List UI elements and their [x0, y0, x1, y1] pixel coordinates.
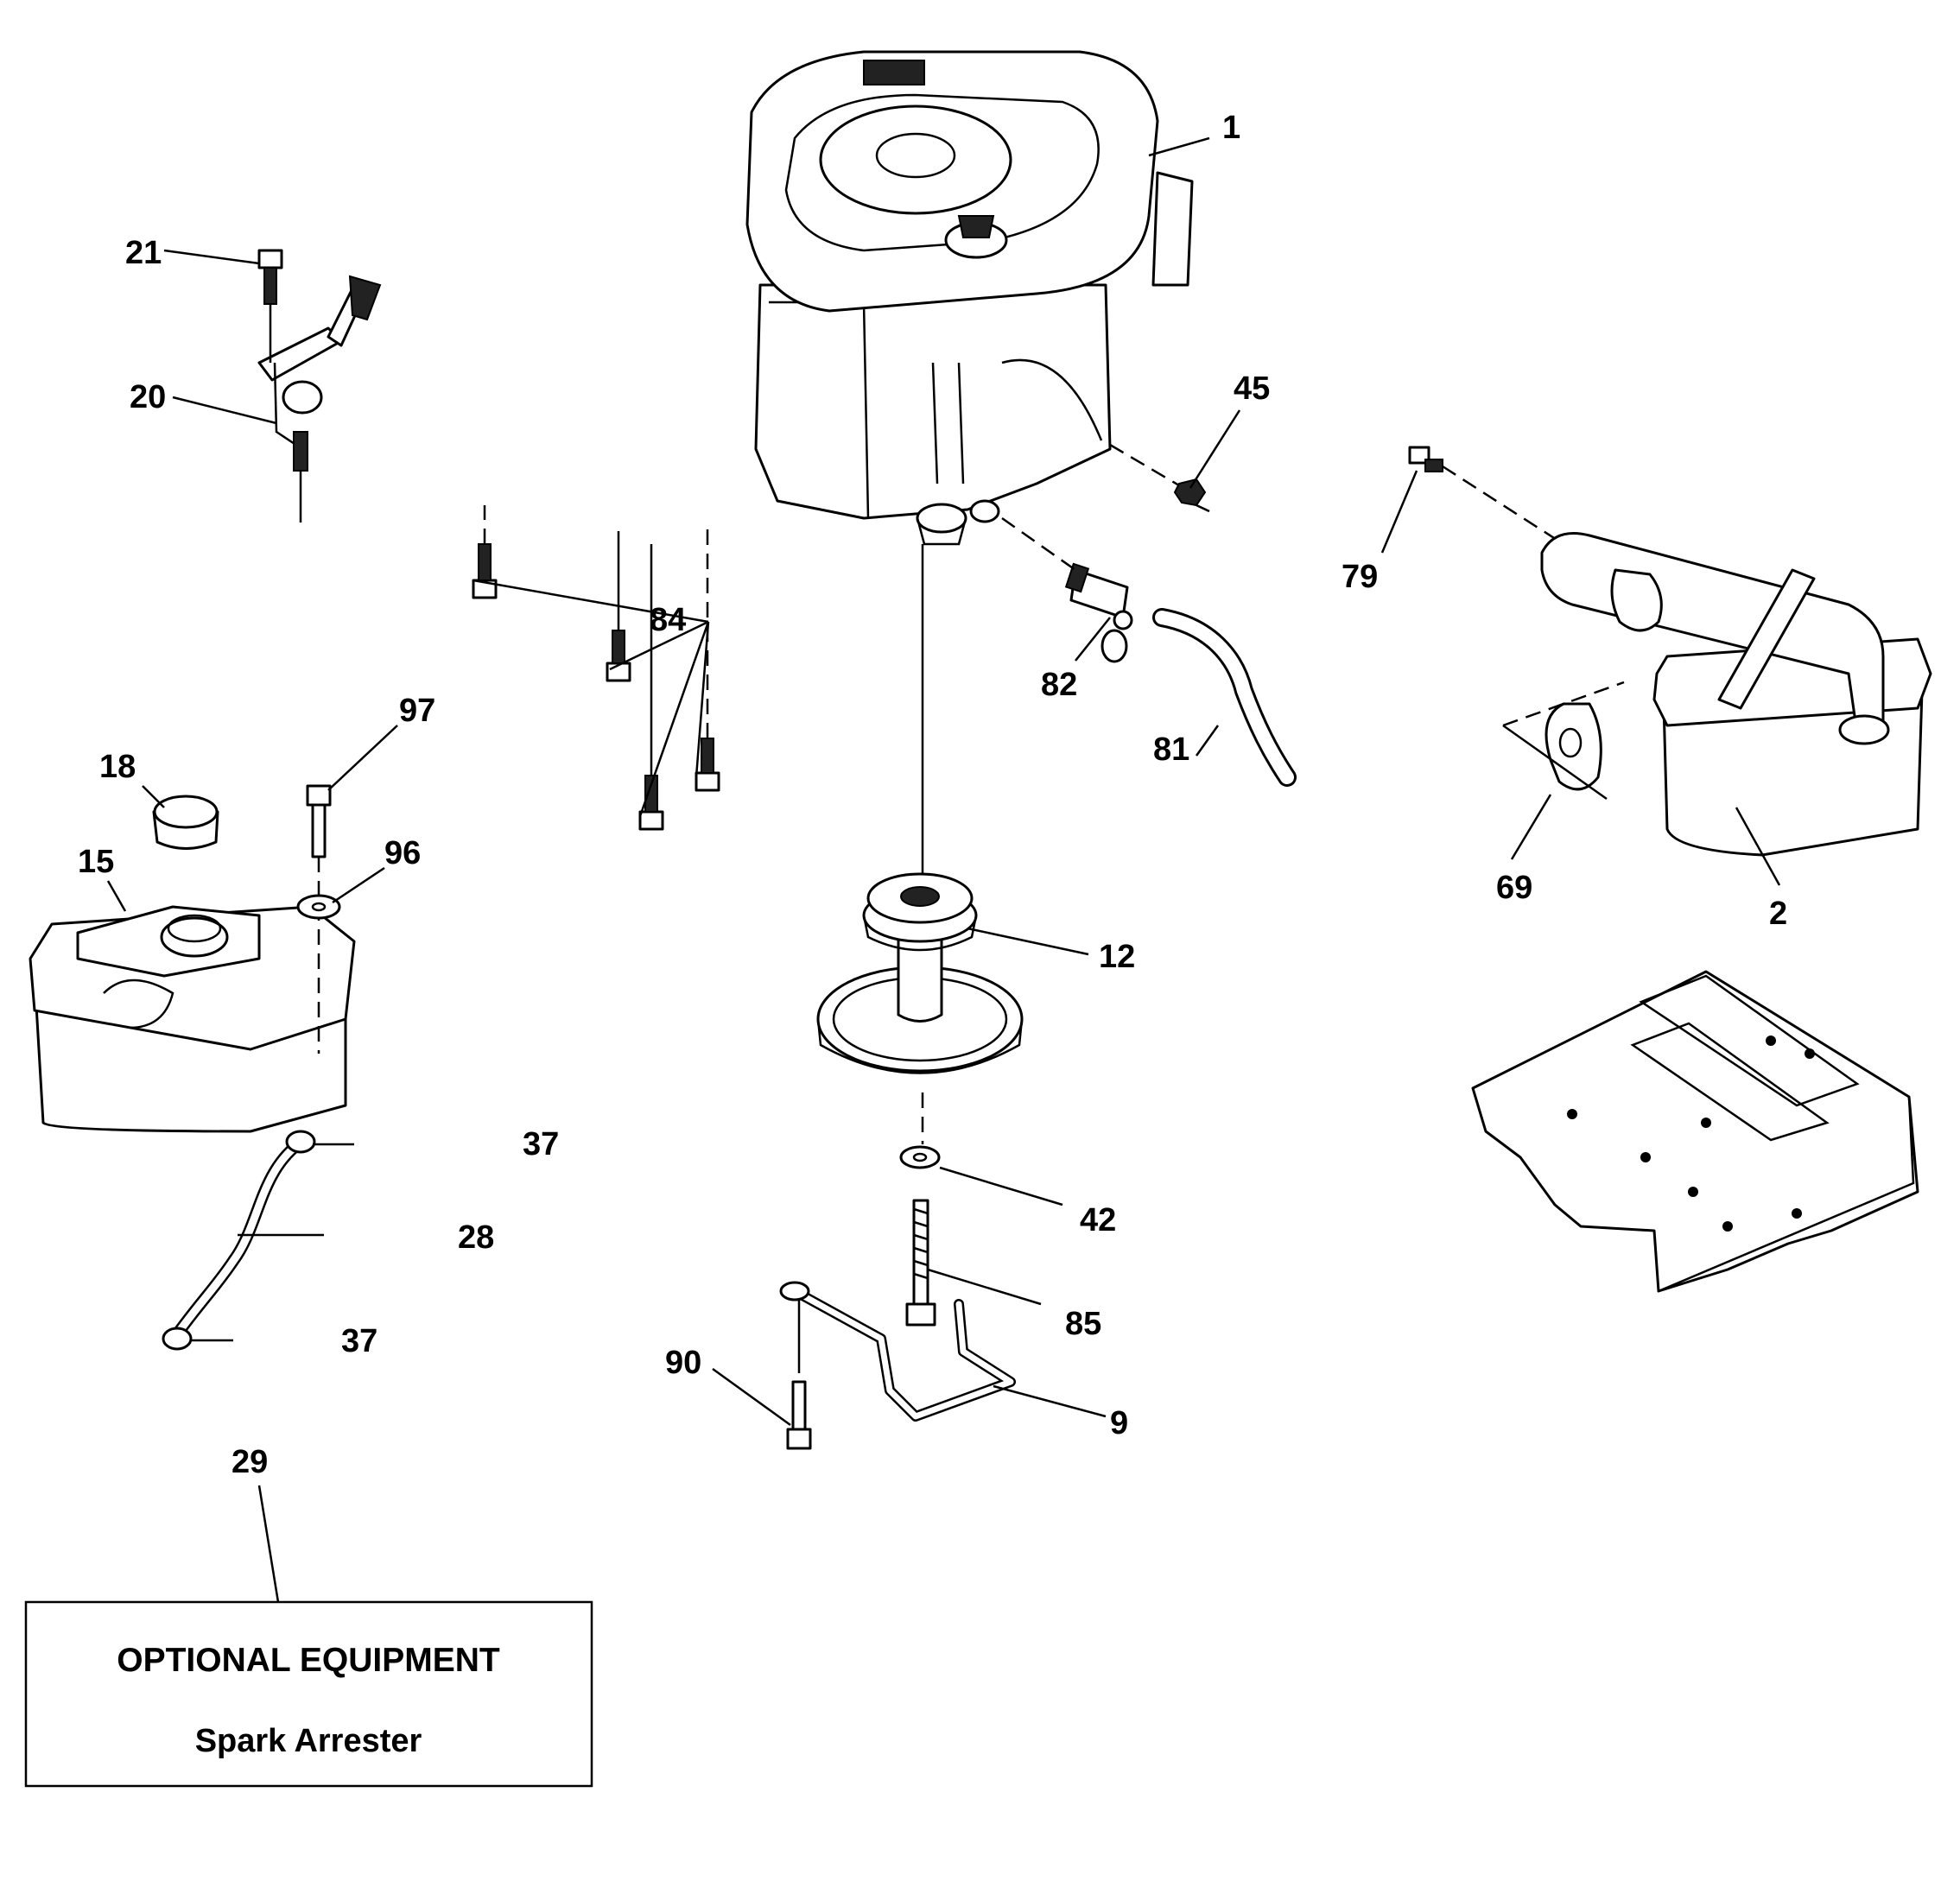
callout-79: 79 [1342, 559, 1378, 595]
callout-45: 45 [1234, 370, 1270, 407]
optional-equipment-item: Spark Arrester [195, 1723, 422, 1759]
callout-20: 20 [130, 379, 166, 415]
nut-45-part [1173, 478, 1207, 507]
optional-equipment-box: OPTIONAL EQUIPMENT Spark Arrester [24, 1600, 593, 1788]
bolt-79-part [1408, 446, 1443, 472]
bolt-84-c-part [638, 775, 664, 831]
callout-28: 28 [458, 1219, 494, 1256]
bracket-9-part [779, 1281, 1016, 1422]
callout-2: 2 [1769, 896, 1787, 932]
pulley-12-part [816, 872, 1024, 1074]
bolt-84-d-part [695, 738, 720, 792]
bolt-84-a-part [472, 543, 498, 599]
bolt-85-part [905, 1199, 936, 1327]
callout-37-bottom: 37 [341, 1323, 377, 1359]
callout-18: 18 [99, 749, 136, 785]
callout-69: 69 [1496, 870, 1532, 906]
gasket-69-part [1545, 702, 1602, 791]
callout-82: 82 [1041, 667, 1077, 703]
bolt-90-part [786, 1380, 812, 1450]
callout-21: 21 [125, 235, 162, 271]
callout-37-top: 37 [523, 1126, 559, 1162]
washer-96-part [296, 894, 341, 920]
fuel-tank-part [29, 905, 356, 1133]
callout-29: 29 [232, 1444, 268, 1480]
callout-9: 9 [1110, 1405, 1128, 1441]
fuel-line-part [171, 1138, 304, 1340]
callout-90: 90 [665, 1345, 701, 1381]
optional-equipment-heading: OPTIONAL EQUIPMENT [117, 1642, 500, 1679]
callout-15: 15 [78, 844, 114, 880]
fuel-cap-part [152, 795, 219, 850]
bolt-84-b-part [606, 630, 631, 682]
screw-21-part [257, 249, 283, 363]
callout-81: 81 [1153, 732, 1189, 768]
callout-96: 96 [384, 835, 421, 871]
callout-12: 12 [1099, 939, 1135, 975]
clamp-37-top-part [285, 1130, 316, 1154]
callout-1: 1 [1222, 110, 1240, 146]
fuel-hose-81-part [1152, 608, 1297, 787]
washer-42-part [899, 1145, 941, 1169]
fuel-filter-part [1064, 562, 1133, 663]
bolt-97-part [306, 784, 332, 858]
clamp-37-bottom-part [162, 1327, 193, 1351]
callout-42: 42 [1080, 1202, 1116, 1238]
muffler-part [1540, 532, 1932, 857]
callout-85: 85 [1065, 1306, 1101, 1342]
callout-97: 97 [399, 693, 435, 729]
engine-mount-plate-part [1471, 970, 1919, 1293]
callout-84: 84 [650, 602, 686, 638]
engine-part [745, 50, 1194, 546]
throttle-control-part [257, 275, 382, 522]
